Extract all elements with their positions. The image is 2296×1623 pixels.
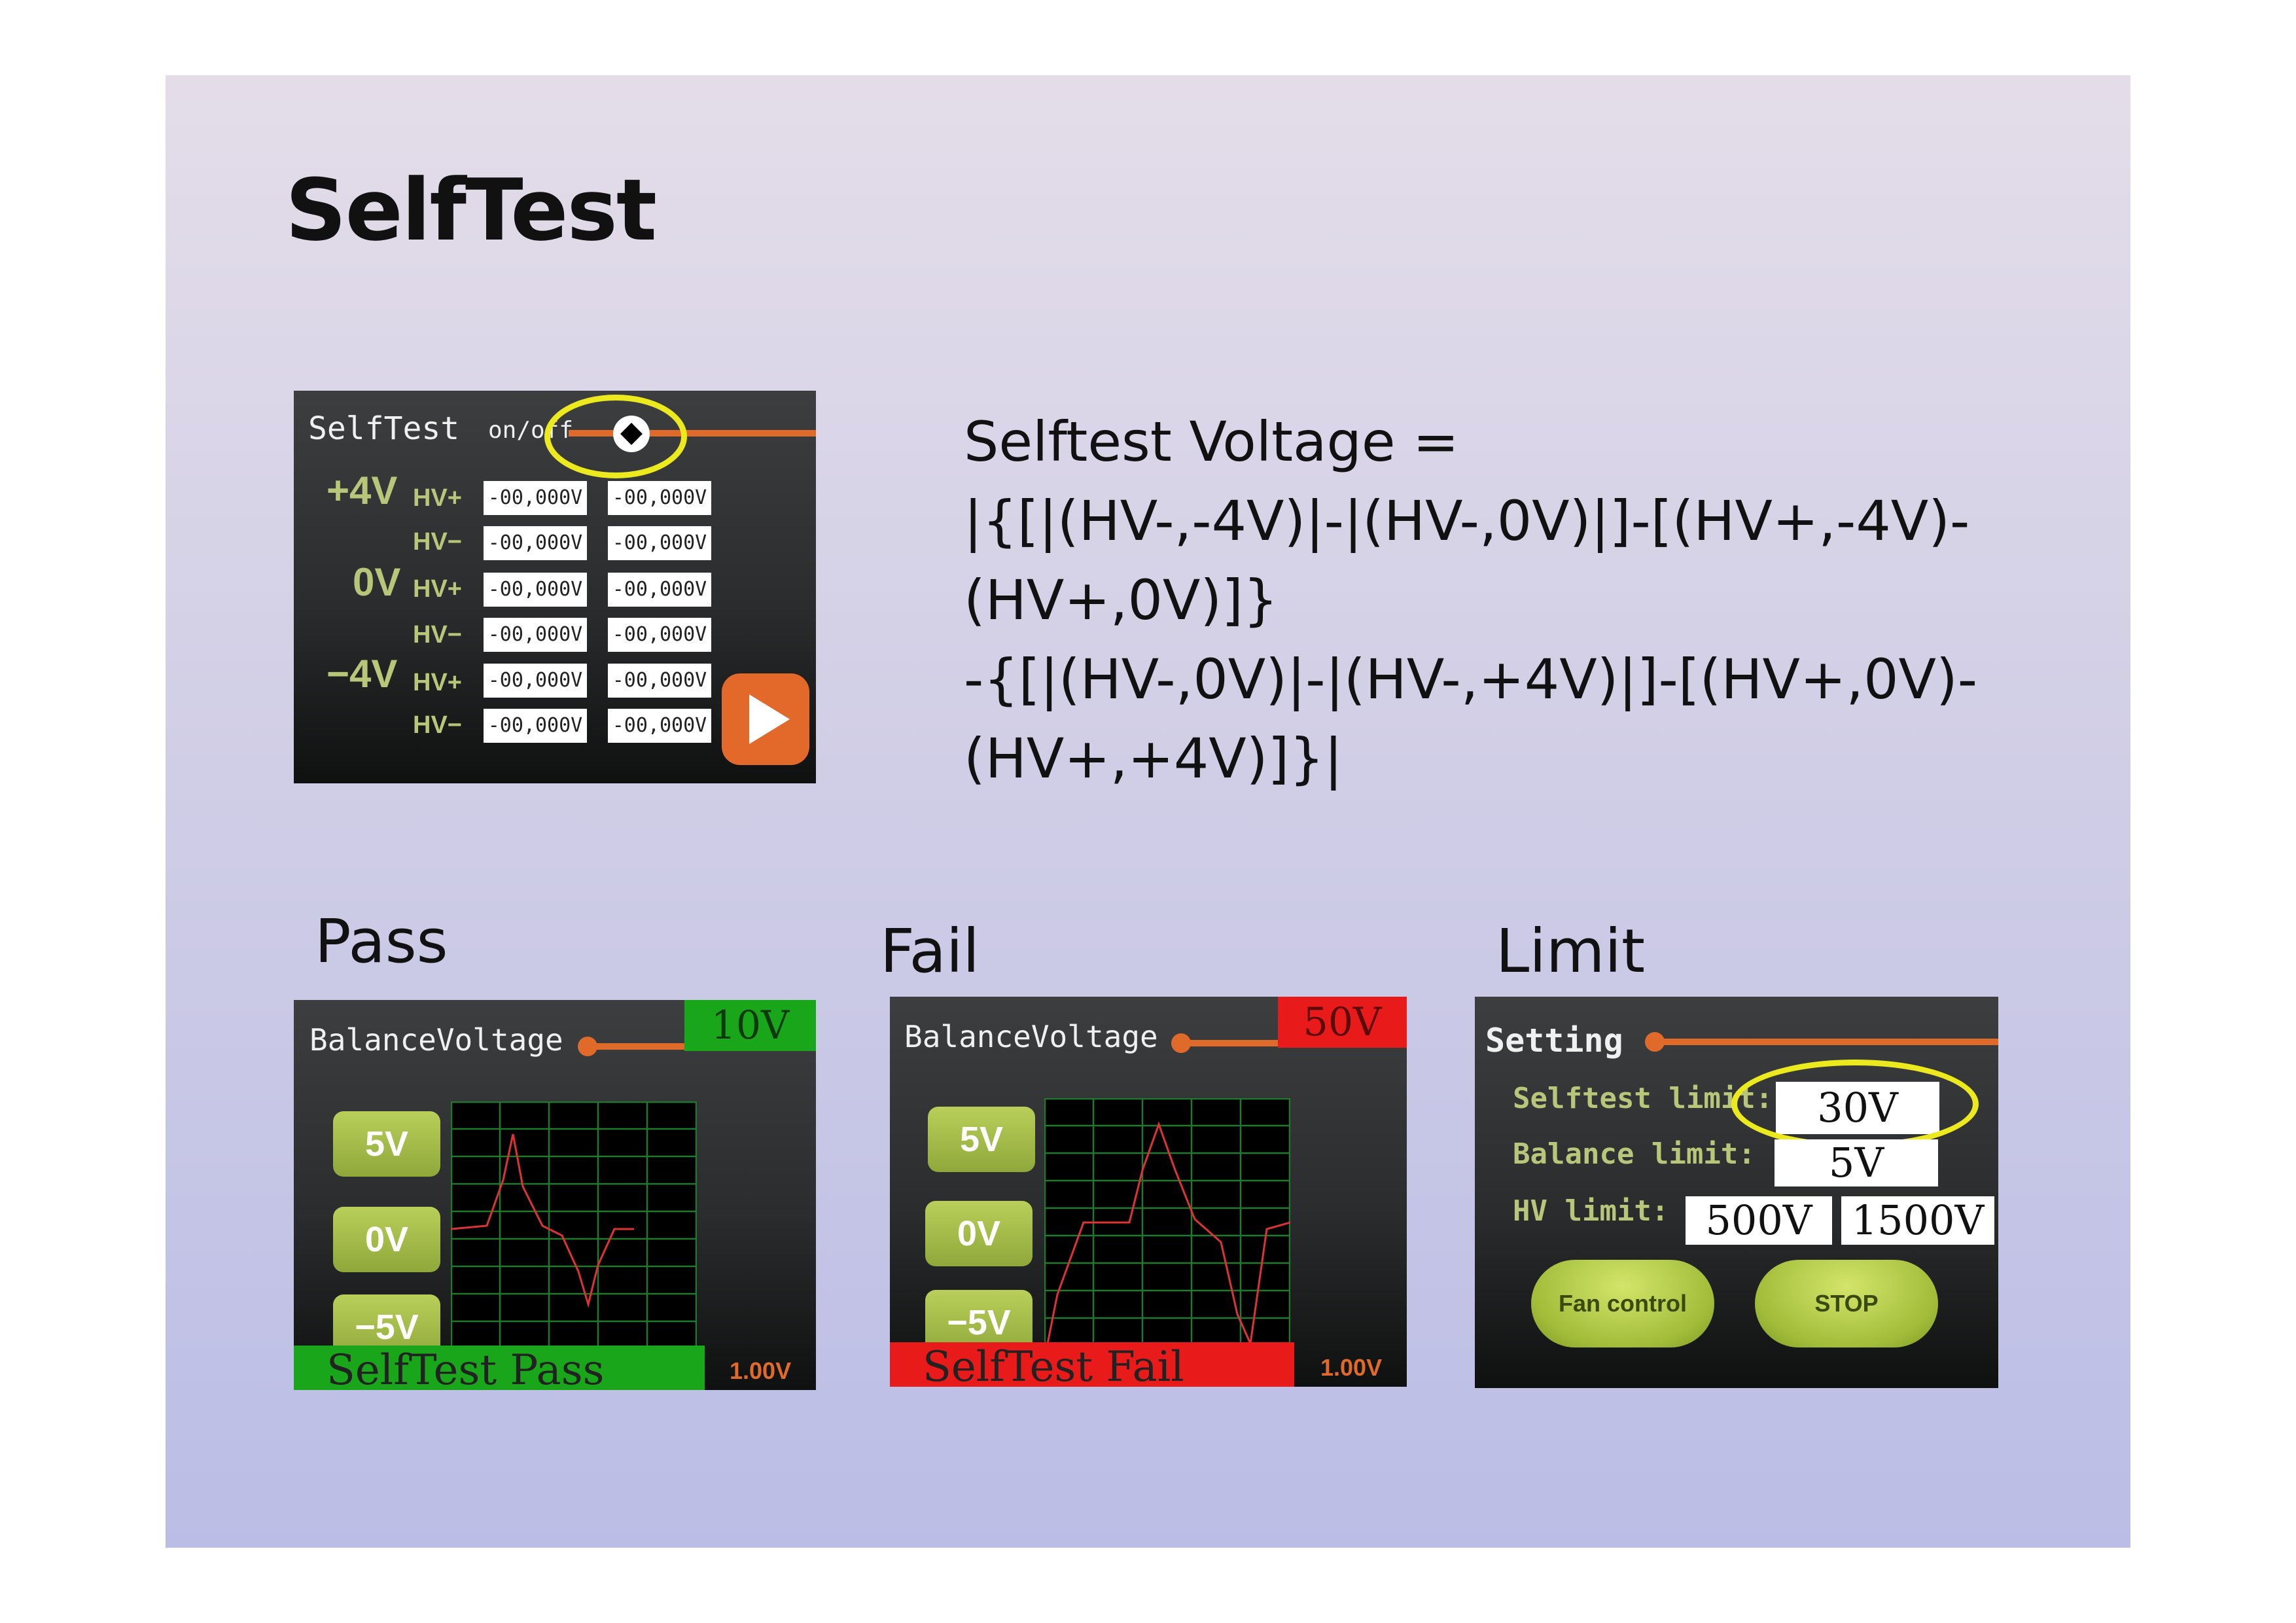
start-selftest-button[interactable] bbox=[722, 673, 809, 765]
hv-value-cell: -00,000V bbox=[484, 618, 587, 652]
hv-value-cell: -00,000V bbox=[608, 618, 711, 652]
selftest-result-banner: SelfTest Pass bbox=[294, 1346, 705, 1390]
waveform-plot bbox=[451, 1101, 697, 1376]
row-hv-label: HV− bbox=[413, 528, 462, 556]
stop-button[interactable]: STOP bbox=[1755, 1260, 1938, 1347]
scale-label: 1.00V bbox=[730, 1357, 792, 1384]
hv-limit-high-field[interactable]: 1500V bbox=[1841, 1196, 1994, 1245]
row-voltage-label: +4V bbox=[327, 469, 398, 512]
row-hv-label: HV− bbox=[413, 711, 462, 739]
slider-track[interactable] bbox=[1182, 1040, 1280, 1046]
set-5v-button[interactable]: 5V bbox=[333, 1111, 440, 1177]
toggle-slider-track[interactable] bbox=[569, 430, 816, 437]
selftest-screen-title: SelfTest bbox=[308, 410, 460, 447]
set-5v-button[interactable]: 5V bbox=[928, 1107, 1035, 1172]
pass-screen: BalanceVoltage 10V 5V 0V −5V SelfTest Pa… bbox=[294, 1000, 816, 1390]
balance-value-badge: 10V bbox=[684, 1000, 816, 1051]
row-hv-label: HV+ bbox=[413, 669, 462, 696]
formula-line: (HV+,+4V)]}| bbox=[964, 726, 1343, 791]
hv-value-cell: -00,000V bbox=[608, 709, 711, 743]
slide: SelfTest SelfTest on/off +4V 0V −4V HV+ … bbox=[166, 75, 2130, 1548]
row-voltage-label: −4V bbox=[327, 652, 398, 696]
slide-title: SelfTest bbox=[285, 160, 657, 260]
hv-value-cell: -00,000V bbox=[608, 664, 711, 698]
row-hv-label: HV+ bbox=[413, 484, 462, 512]
row-hv-label: HV+ bbox=[413, 575, 462, 603]
hv-value-cell: -00,000V bbox=[484, 664, 587, 698]
caption-fail: Fail bbox=[880, 916, 980, 986]
formula-line: -{[|(HV-,0V)|-|(HV-,+4V)|]-[(HV+,0V)- bbox=[964, 647, 1978, 711]
formula-line: |{[|(HV-,-4V)|-|(HV-,0V)|]-[(HV+,-4V)- bbox=[964, 489, 1970, 553]
balance-limit-label: Balance limit: bbox=[1513, 1137, 1756, 1171]
hv-value-cell: -00,000V bbox=[484, 709, 587, 743]
hv-value-cell: -00,000V bbox=[484, 481, 587, 515]
setting-screen: Setting Selftest limit: 30V Balance limi… bbox=[1475, 997, 1998, 1388]
fan-control-button[interactable]: Fan control bbox=[1531, 1260, 1714, 1347]
setting-screen-title: Setting bbox=[1485, 1022, 1623, 1060]
waveform-trace bbox=[1044, 1121, 1290, 1361]
fail-screen-title: BalanceVoltage bbox=[904, 1019, 1158, 1054]
hv-value-cell: -00,000V bbox=[608, 573, 711, 607]
slider-track[interactable] bbox=[1655, 1039, 1998, 1045]
balance-value-badge: 50V bbox=[1278, 997, 1407, 1048]
formula-line: Selftest Voltage = bbox=[964, 410, 1459, 474]
hv-value-cell: -00,000V bbox=[608, 481, 711, 515]
fail-screen: BalanceVoltage 50V 5V 0V −5V SelfTest Fa… bbox=[890, 997, 1407, 1387]
highlight-ring bbox=[1731, 1060, 1979, 1149]
selftest-formula: Selftest Voltage = |{[|(HV-,-4V)|-|(HV-,… bbox=[964, 402, 2011, 798]
row-voltage-label: 0V bbox=[353, 560, 401, 604]
hv-limit-label: HV limit: bbox=[1513, 1194, 1669, 1228]
pass-screen-title: BalanceVoltage bbox=[309, 1022, 563, 1058]
set-0v-button[interactable]: 0V bbox=[925, 1201, 1033, 1266]
balance-limit-field[interactable]: 5V bbox=[1775, 1139, 1938, 1186]
waveform-plot bbox=[1044, 1098, 1290, 1373]
waveform-trace bbox=[451, 1133, 634, 1308]
hv-value-cell: -00,000V bbox=[484, 573, 587, 607]
slider-track[interactable] bbox=[588, 1043, 686, 1050]
selftest-screen: SelfTest on/off +4V 0V −4V HV+ HV− HV+ H… bbox=[294, 391, 816, 783]
selftest-result-banner: SelfTest Fail bbox=[890, 1342, 1294, 1387]
scale-label: 1.00V bbox=[1320, 1354, 1383, 1381]
set-0v-button[interactable]: 0V bbox=[333, 1207, 440, 1272]
formula-line: (HV+,0V)]} bbox=[964, 568, 1279, 632]
row-hv-label: HV− bbox=[413, 621, 462, 649]
hv-limit-low-field[interactable]: 500V bbox=[1686, 1196, 1832, 1245]
hv-value-cell: -00,000V bbox=[608, 526, 711, 560]
highlight-ring bbox=[544, 395, 687, 478]
selftest-limit-label: Selftest limit: bbox=[1513, 1082, 1773, 1115]
play-icon bbox=[749, 694, 790, 744]
caption-pass: Pass bbox=[315, 906, 448, 976]
caption-limit: Limit bbox=[1496, 916, 1646, 986]
hv-value-cell: -00,000V bbox=[484, 526, 587, 560]
